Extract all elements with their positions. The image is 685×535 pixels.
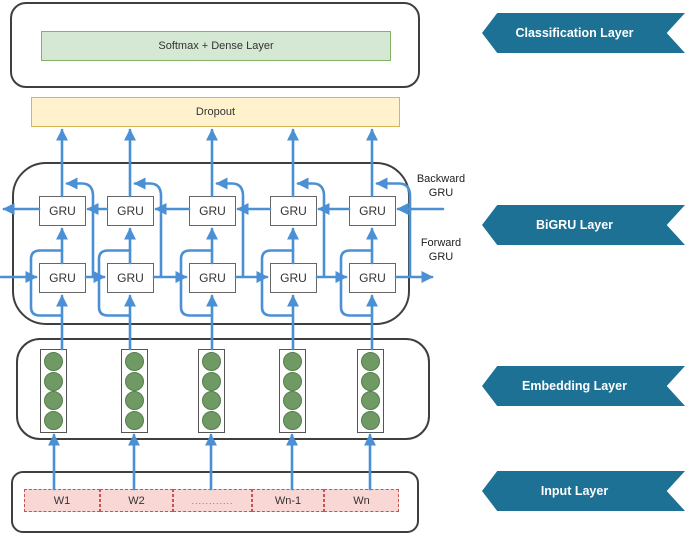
embedding-node-circle — [202, 352, 221, 371]
banner-bigru-label: BiGRU Layer — [535, 218, 614, 232]
backward-gru-annotation: Backward GRU — [416, 173, 466, 200]
embedding-node-circle — [44, 371, 63, 391]
forward-gru-cell: GRU — [270, 263, 317, 293]
embedding-node-circle — [202, 371, 221, 391]
banner-bigru-layer: BiGRU Layer — [482, 205, 685, 245]
forward-gru-cell: GRU — [107, 263, 154, 293]
banner-classification-label: Classification Layer — [515, 26, 634, 40]
backward-gru-cell: GRU — [107, 196, 154, 226]
input-word-box: W2 — [100, 489, 173, 512]
embedding-vector-box — [357, 349, 384, 433]
embedding-node-circle — [44, 352, 63, 371]
embedding-node-circle — [361, 352, 380, 371]
embedding-node-circle — [283, 391, 302, 411]
embedding-node-circle — [283, 371, 302, 391]
forward-gru-cell: GRU — [189, 263, 236, 293]
embedding-node-circle — [125, 391, 144, 411]
embedding-node-circle — [283, 410, 302, 430]
input-word-box: Wn — [324, 489, 399, 512]
banner-classification-layer: Classification Layer — [482, 13, 685, 53]
input-word-box: Wn-1 — [252, 489, 324, 512]
embedding-node-circle — [361, 391, 380, 411]
embedding-node-circle — [202, 391, 221, 411]
embedding-vector-box — [198, 349, 225, 433]
embedding-node-circle — [125, 410, 144, 430]
embedding-node-circle — [125, 352, 144, 371]
embedding-node-circle — [361, 371, 380, 391]
embedding-vector-box — [121, 349, 148, 433]
dropout-label: Dropout — [195, 106, 236, 118]
embedding-vector-box — [279, 349, 306, 433]
banner-embedding-layer: Embedding Layer — [482, 366, 685, 406]
banner-input-layer: Input Layer — [482, 471, 685, 511]
embedding-node-circle — [44, 410, 63, 430]
embedding-vector-box — [40, 349, 67, 433]
softmax-dense-label: Softmax + Dense Layer — [158, 40, 274, 52]
banner-input-label: Input Layer — [540, 484, 609, 498]
backward-gru-cell: GRU — [189, 196, 236, 226]
input-word-box: W1 — [24, 489, 100, 512]
backward-gru-cell: GRU — [270, 196, 317, 226]
bigru-layer-container — [12, 162, 410, 325]
dropout-box: Dropout — [31, 97, 400, 127]
embedding-node-circle — [125, 371, 144, 391]
backward-gru-cell: GRU — [39, 196, 86, 226]
forward-gru-annotation: Forward GRU — [420, 237, 462, 264]
softmax-dense-box: Softmax + Dense Layer — [41, 31, 391, 61]
input-word-box: ............ — [173, 489, 252, 512]
embedding-node-circle — [44, 391, 63, 411]
embedding-node-circle — [361, 410, 380, 430]
embedding-node-circle — [283, 352, 302, 371]
forward-gru-cell: GRU — [39, 263, 86, 293]
embedding-node-circle — [202, 410, 221, 430]
forward-gru-cell: GRU — [349, 263, 396, 293]
backward-gru-cell: GRU — [349, 196, 396, 226]
banner-embedding-label: Embedding Layer — [522, 379, 627, 393]
